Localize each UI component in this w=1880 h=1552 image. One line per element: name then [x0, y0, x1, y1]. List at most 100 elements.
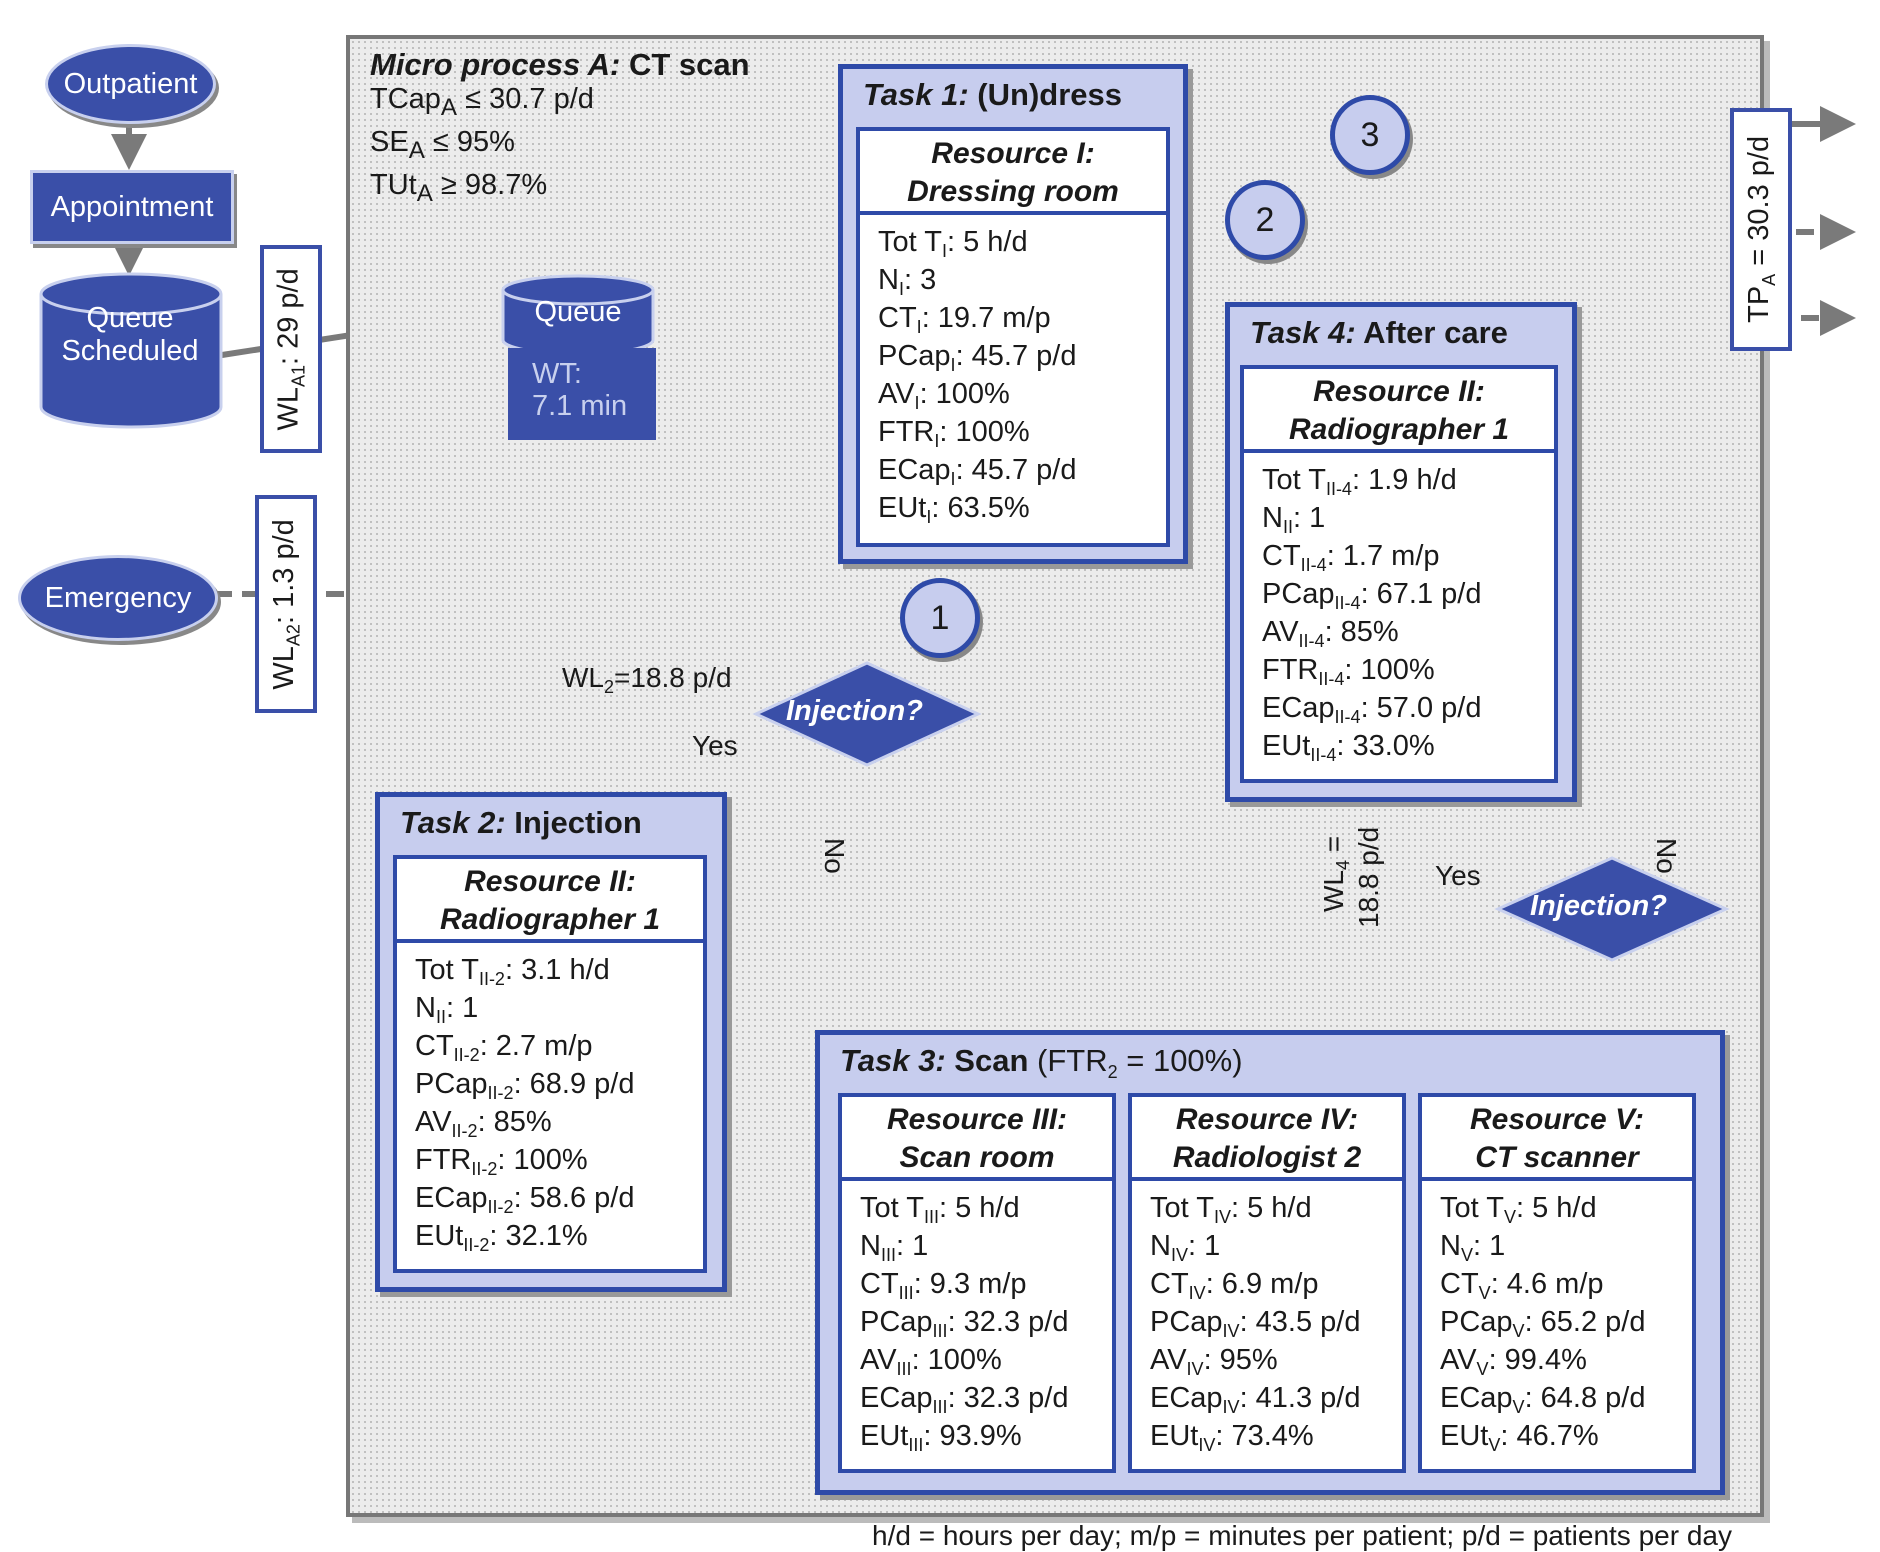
stat-row: NI: 3	[878, 264, 937, 299]
injection-decision-2-label: Injection?	[1530, 890, 1667, 922]
injection-decision-1-label: Injection?	[786, 695, 923, 727]
micro-process-header: Micro process A: CT scan TCapA ≤ 30.7 p/…	[370, 48, 750, 210]
step-circle-1: 1	[900, 578, 980, 658]
stat-row: PCapI: 45.7 p/d	[878, 340, 1077, 375]
stat-row: FTRII-2: 100%	[415, 1144, 588, 1179]
stat-row: CTII-4: 1.7 m/p	[1262, 540, 1440, 575]
resource-ii-panel-task2: Resource II:Radiographer 1 Tot TII-2: 3.…	[393, 855, 707, 1273]
resource-iv-panel: Resource IV:Radiologist 2 Tot TIV: 5 h/d…	[1128, 1093, 1406, 1473]
stat-row: ECapI: 45.7 p/d	[878, 454, 1077, 489]
se-line: SEA ≤ 95%	[370, 125, 515, 164]
wl-a2-label: WLA2: 1.3 p/d	[255, 495, 317, 713]
appointment-node: Appointment	[30, 170, 234, 244]
outpatient-node: Outpatient	[45, 44, 216, 124]
stat-row: CTI: 19.7 m/p	[878, 302, 1051, 337]
resource-ii-heading-task2: Resource II:Radiographer 1	[397, 859, 703, 943]
task4-title: Task 4: After care	[1250, 315, 1508, 350]
step-circle-3: 3	[1330, 95, 1410, 175]
yes-label-1: Yes	[692, 730, 738, 761]
stat-row: AVV: 99.4%	[1440, 1344, 1587, 1379]
stat-row: EUtV: 46.7%	[1440, 1420, 1599, 1455]
no-label-2: No	[1651, 838, 1682, 874]
yes-label-2: Yes	[1435, 860, 1481, 891]
wait-time-box: WT: 7.1 min	[508, 348, 656, 440]
stat-row: PCapIII: 32.3 p/d	[860, 1306, 1069, 1341]
stat-row: AVI: 100%	[878, 378, 1010, 413]
stat-row: AVIV: 95%	[1150, 1344, 1278, 1379]
wait-time-label: WT:	[532, 358, 582, 390]
step-circle-2: 2	[1225, 180, 1305, 260]
stat-row: Tot TII-4: 1.9 h/d	[1262, 464, 1457, 499]
micro-process-title: Micro process A: CT scan	[370, 47, 750, 82]
stat-row: ECapIV: 41.3 p/d	[1150, 1382, 1361, 1417]
wl-a1-label: WLA1: 29 p/d	[260, 245, 322, 453]
stat-row: EUtII-4: 33.0%	[1262, 730, 1435, 765]
queue-scheduled-cylinder	[39, 272, 223, 429]
stat-row: Tot TIII: 5 h/d	[860, 1192, 1020, 1227]
stat-row: AVII-2: 85%	[415, 1106, 552, 1141]
stat-row: PCapV: 65.2 p/d	[1440, 1306, 1646, 1341]
stat-row: NIII: 1	[860, 1230, 929, 1265]
resource-iii-heading: Resource III:Scan room	[842, 1097, 1112, 1181]
stat-row: PCapII-2: 68.9 p/d	[415, 1068, 635, 1103]
task3-title: Task 3: Scan (FTR2 = 100%)	[840, 1043, 1243, 1083]
stat-row: CTII-2: 2.7 m/p	[415, 1030, 593, 1065]
stat-row: EUtI: 63.5%	[878, 492, 1030, 527]
queue-label: Queue	[534, 296, 622, 328]
resource-ii-heading-task4: Resource II:Radiographer 1	[1244, 369, 1554, 453]
stat-row: PCapIV: 43.5 p/d	[1150, 1306, 1361, 1341]
stat-row: Tot TIV: 5 h/d	[1150, 1192, 1312, 1227]
stat-row: EUtII-2: 32.1%	[415, 1220, 588, 1255]
wl4-label-top: WL4 =	[1318, 835, 1353, 912]
stat-row: PCapII-4: 67.1 p/d	[1262, 578, 1482, 613]
stat-row: EUtIII: 93.9%	[860, 1420, 1022, 1455]
resource-ii-panel-task4: Resource II:Radiographer 1 Tot TII-4: 1.…	[1240, 365, 1558, 783]
stat-row: NIV: 1	[1150, 1230, 1221, 1265]
queue-cylinder	[501, 274, 655, 356]
resource-iv-heading: Resource IV:Radiologist 2	[1132, 1097, 1402, 1181]
stat-row: FTRII-4: 100%	[1262, 654, 1435, 689]
resource-v-heading: Resource V:CT scanner	[1422, 1097, 1692, 1181]
resource-i-heading: Resource I:Dressing room	[860, 131, 1166, 215]
stat-row: ECapV: 64.8 p/d	[1440, 1382, 1646, 1417]
emergency-node: Emergency	[18, 555, 218, 641]
wl4-label-bottom: 18.8 p/d	[1353, 826, 1384, 928]
stat-row: AVIII: 100%	[860, 1344, 1002, 1379]
stat-row: ECapIII: 32.3 p/d	[860, 1382, 1069, 1417]
stat-row: CTIV: 6.9 m/p	[1150, 1268, 1319, 1303]
stat-row: CTV: 4.6 m/p	[1440, 1268, 1604, 1303]
task3-box: Task 3: Scan (FTR2 = 100%) Resource III:…	[815, 1030, 1725, 1495]
stat-row: ECapII-2: 58.6 p/d	[415, 1182, 635, 1217]
queue-scheduled-label: Queue Scheduled	[61, 302, 199, 367]
tut-line: TUtA ≥ 98.7%	[370, 168, 548, 207]
units-footnote: h/d = hours per day; m/p = minutes per p…	[872, 1520, 1732, 1551]
task1-title: Task 1: (Un)dress	[863, 77, 1122, 112]
stat-row: NV: 1	[1440, 1230, 1506, 1265]
task2-title: Task 2: Injection	[400, 805, 642, 840]
tcap-line: TCapA ≤ 30.7 p/d	[370, 83, 594, 121]
task2-box: Task 2: Injection Resource II:Radiograph…	[375, 792, 727, 1292]
injection-decision-1	[752, 661, 982, 767]
stat-row: AVII-4: 85%	[1262, 616, 1399, 651]
stat-row: Tot TV: 5 h/d	[1440, 1192, 1597, 1227]
stat-row: Tot TII-2: 3.1 h/d	[415, 954, 610, 989]
stat-row: EUtIV: 73.4%	[1150, 1420, 1314, 1455]
wait-time-value: 7.1 min	[532, 390, 628, 422]
wl2-label: WL2=18.8 p/d	[562, 662, 732, 697]
no-label-1: No	[819, 838, 850, 874]
stat-row: ECapII-4: 57.0 p/d	[1262, 692, 1482, 727]
stat-row: NII: 1	[1262, 502, 1326, 537]
tp-a-label: TPA = 30.3 p/d	[1730, 108, 1792, 351]
task1-box: Task 1: (Un)dress Resource I:Dressing ro…	[838, 64, 1188, 564]
stat-row: Tot TI: 5 h/d	[878, 226, 1028, 261]
injection-decision-2	[1494, 856, 1730, 962]
